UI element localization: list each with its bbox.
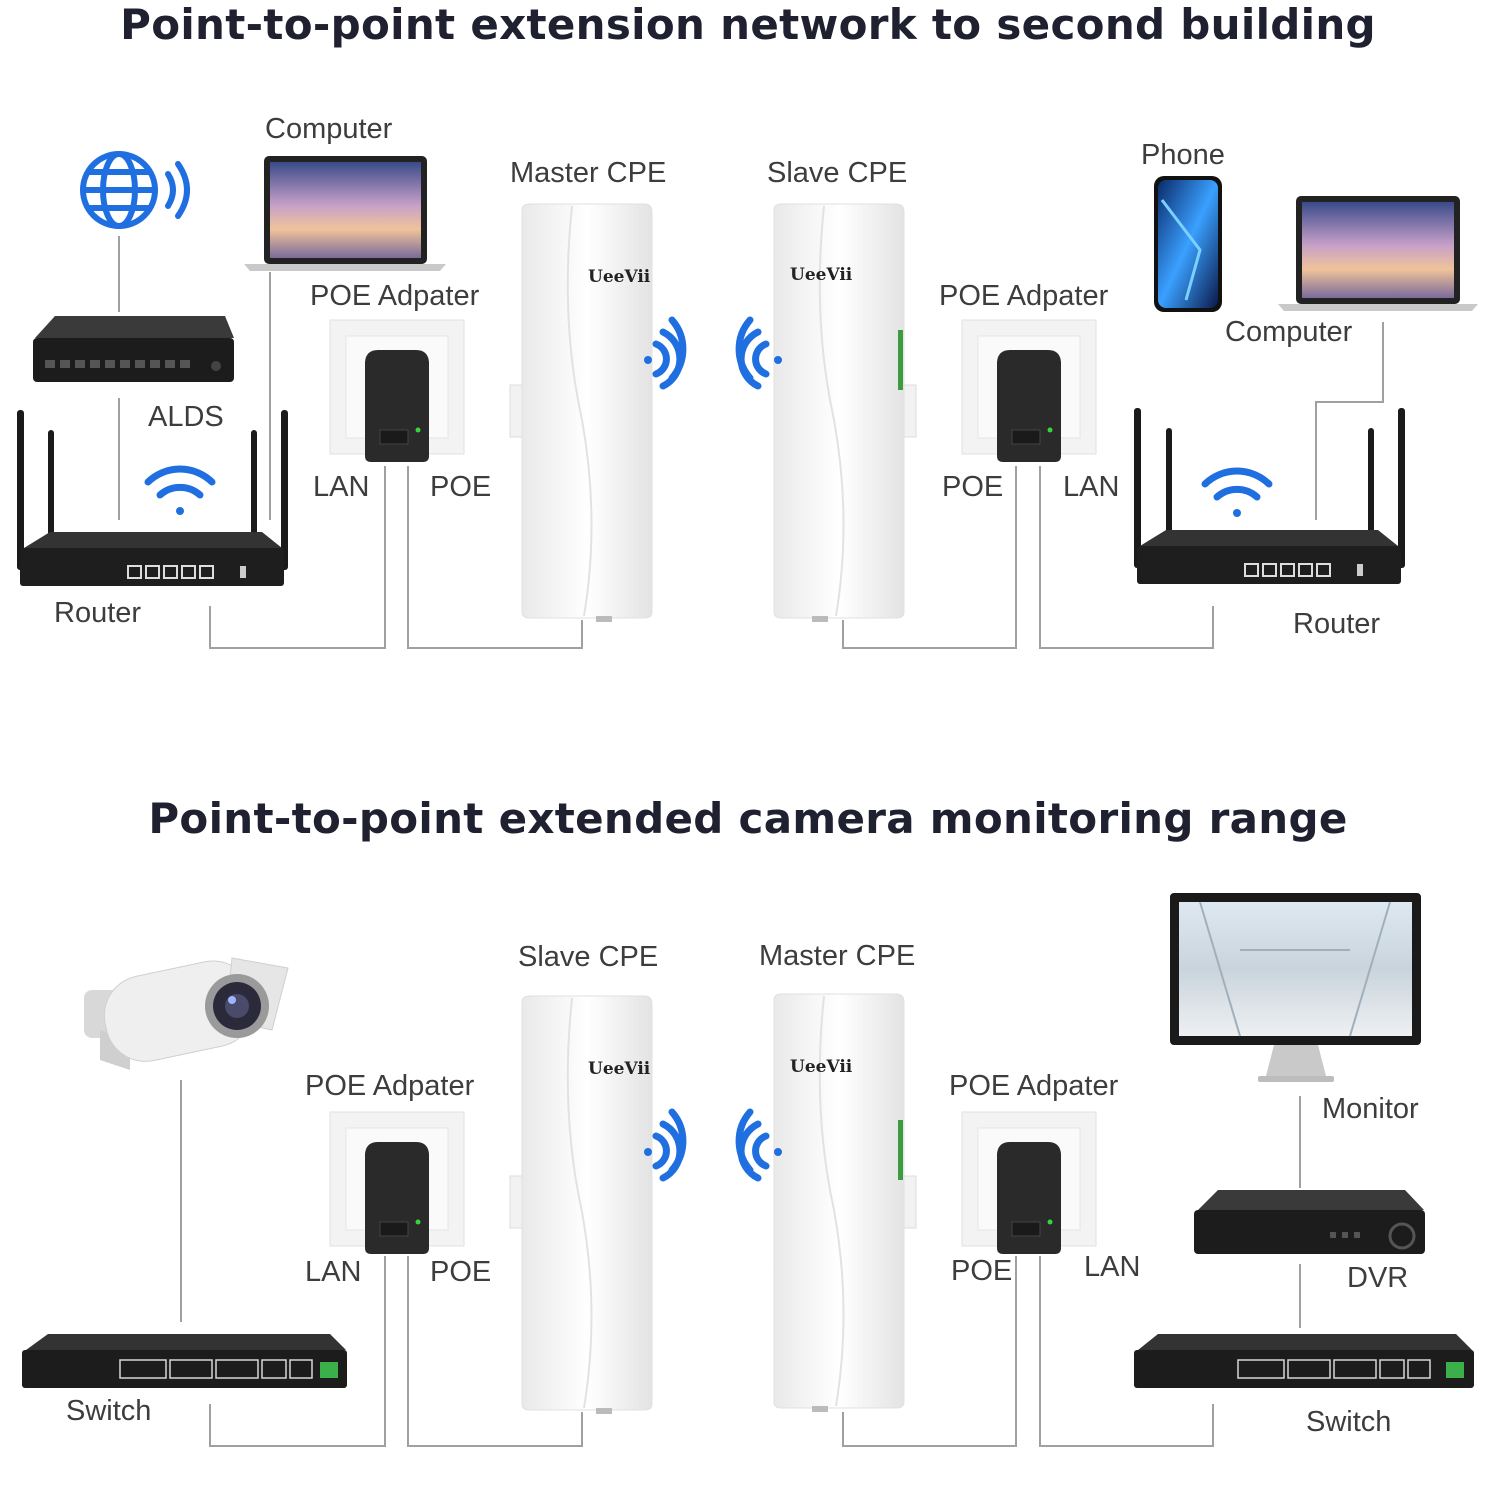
- label-lan-right-2: LAN: [1084, 1251, 1141, 1283]
- wifi-signal-slave-icon: [735, 316, 782, 390]
- label-master-cpe: Master CPE: [510, 157, 667, 189]
- label-lan-left-2: LAN: [305, 1256, 362, 1288]
- monitor-icon: [1170, 893, 1421, 1082]
- router-right-icon: [1134, 408, 1405, 584]
- alds-modem-icon: [33, 316, 234, 382]
- label-poe-adapter-left-2: POE Adpater: [305, 1070, 475, 1102]
- label-poe-adapter-right: POE Adpater: [939, 280, 1109, 312]
- poe-adapter-left-icon: [329, 319, 465, 462]
- label-computer-right: Computer: [1225, 316, 1353, 348]
- label-alds: ALDS: [148, 401, 224, 433]
- wifi-signal-master-icon: [644, 316, 687, 390]
- slave-cpe-2-brand-logo: UeeVii: [588, 1059, 651, 1079]
- label-lan-right: LAN: [1063, 471, 1120, 503]
- switch-left-icon: [22, 1334, 347, 1388]
- master-cpe-2-brand-logo: UeeVii: [790, 1057, 853, 1077]
- label-phone: Phone: [1141, 139, 1225, 171]
- wifi-signal-slave-2-icon: [644, 1108, 687, 1182]
- diagram2-title: Point-to-point extended camera monitorin…: [148, 794, 1348, 843]
- poe-adapter-right-2-icon: [961, 1111, 1097, 1254]
- label-computer-left: Computer: [265, 113, 393, 145]
- label-router-right: Router: [1293, 608, 1381, 640]
- label-monitor: Monitor: [1322, 1093, 1419, 1125]
- diagram1-title: Point-to-point extension network to seco…: [120, 0, 1376, 49]
- label-poe-left: POE: [430, 471, 492, 503]
- poe-adapter-right-icon: [961, 319, 1097, 462]
- cables-diagram1: [118, 236, 1384, 649]
- security-camera-icon: [84, 957, 289, 1070]
- computer-right-icon: [1278, 196, 1478, 311]
- label-poe-right-2: POE: [951, 1255, 1013, 1287]
- wifi-left-router-icon: [144, 465, 216, 515]
- wifi-signal-master-2-icon: [735, 1108, 782, 1182]
- label-poe-adapter-left: POE Adpater: [310, 280, 480, 312]
- label-poe-right: POE: [942, 471, 1004, 503]
- label-poe-adapter-right-2: POE Adpater: [949, 1070, 1119, 1102]
- slave-cpe-right-icon: UeeVii: [773, 203, 917, 622]
- label-master-cpe-2: Master CPE: [759, 940, 916, 972]
- poe-adapter-left-2-icon: [329, 1111, 465, 1254]
- label-slave-cpe: Slave CPE: [767, 157, 908, 189]
- label-router-left: Router: [54, 597, 142, 629]
- label-lan-left: LAN: [313, 471, 370, 503]
- wifi-right-router-icon: [1201, 467, 1273, 517]
- phone-icon: [1154, 176, 1222, 312]
- slave-cpe-brand-logo: UeeVii: [790, 265, 853, 285]
- label-switch-right: Switch: [1306, 1406, 1392, 1438]
- computer-left-icon: [244, 156, 446, 271]
- switch-right-icon: [1134, 1334, 1474, 1388]
- label-dvr: DVR: [1347, 1262, 1409, 1294]
- dvr-icon: [1194, 1190, 1425, 1254]
- label-slave-cpe-2: Slave CPE: [518, 941, 659, 973]
- internet-globe-icon: [80, 151, 190, 229]
- router-left-icon: [17, 410, 288, 586]
- label-switch-left: Switch: [66, 1395, 152, 1427]
- cables-diagram2: [180, 1080, 1301, 1447]
- slave-cpe-left-icon: UeeVii: [509, 995, 653, 1414]
- master-cpe-left-icon: UeeVii: [509, 203, 653, 622]
- label-poe-left-2: POE: [430, 1256, 492, 1288]
- master-cpe-brand-logo: UeeVii: [588, 267, 651, 287]
- master-cpe-right-icon: UeeVii: [773, 993, 917, 1412]
